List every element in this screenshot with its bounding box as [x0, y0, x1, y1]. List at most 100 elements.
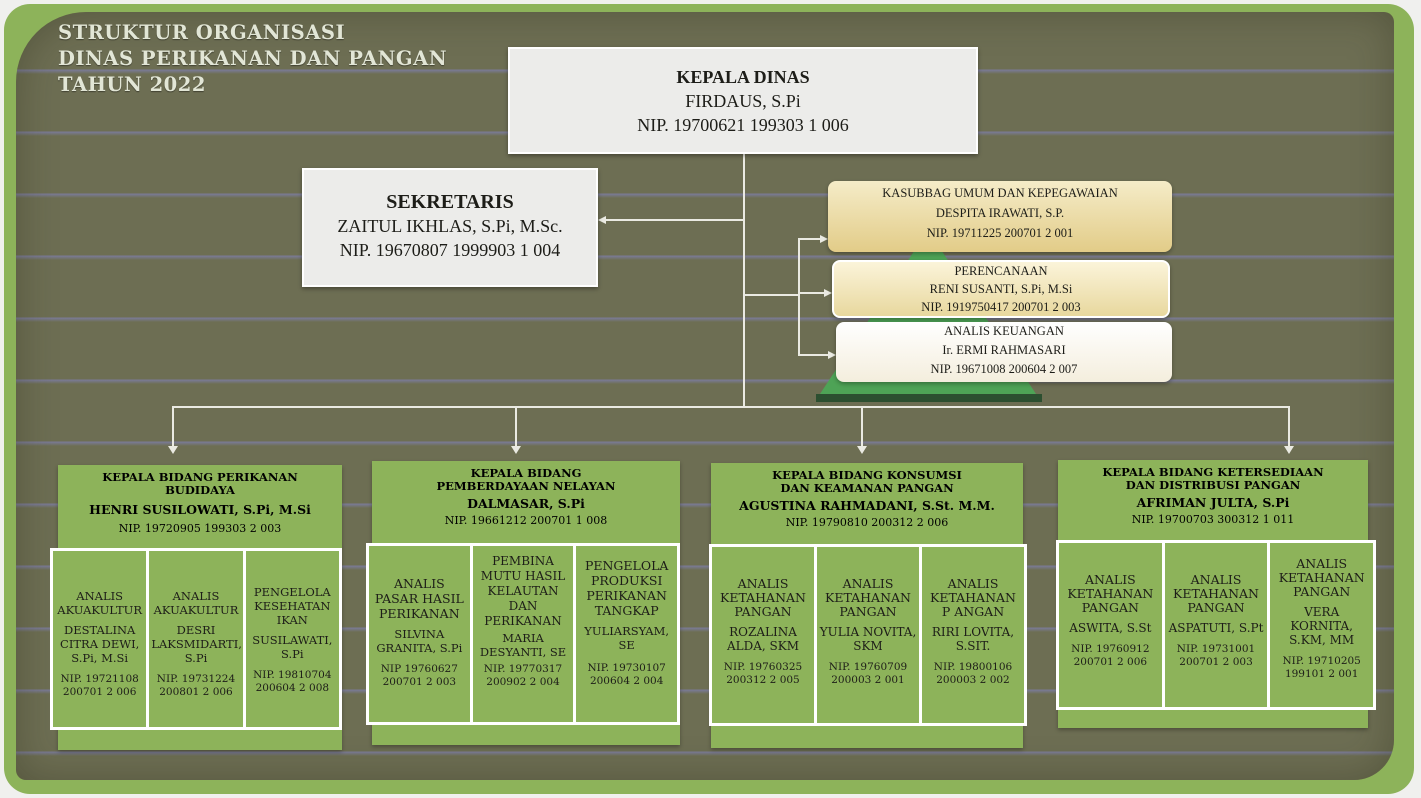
sub-unit-title: ANALIS AKUAKULTUR: [57, 589, 143, 617]
sub-unit-card: ANALIS KETAHANAN PANGAN VERA KORNITA, S.…: [1270, 543, 1374, 707]
sub-unit-nip: NIP. 19770317 200902 2 004: [483, 663, 563, 688]
dept-arrow-4: [1284, 446, 1294, 454]
sub-units: ANALIS AKUAKULTUR DESTALINA CITRA DEWI, …: [50, 548, 342, 730]
sub-unit-title: PENGELOLA KESEHATAN IKAN: [253, 585, 331, 627]
sekretaris-name: ZAITUL IKHLAS, S.Pi, M.Sc.: [337, 216, 563, 236]
staff-box-umum: KASUBBAG UMUM DAN KEPEGAWAIAN DESPITA IR…: [828, 181, 1172, 252]
sub-unit-nip: NIP. 19800106 200003 2 002: [933, 661, 1013, 686]
sub-unit-card: ANALIS PASAR HASIL PERIKANAN SILVINA GRA…: [369, 546, 470, 722]
chart-title: STRUKTUR ORGANISASI DINAS PERIKANAN DAN …: [58, 20, 447, 98]
dept-drop-3: [861, 406, 863, 446]
kepala-title: KEPALA DINAS: [676, 67, 810, 87]
department-head-nip: NIP. 19661212 200701 1 008: [444, 514, 608, 527]
sub-unit-title: ANALIS KETAHANAN P ANGAN: [930, 576, 1016, 619]
sub-unit-name: DESTALINA CITRA DEWI, S.Pi, M.Si: [60, 623, 140, 665]
staff-title: PERENCANAAN: [954, 264, 1048, 278]
department-header: KEPALA BIDANG KETERSEDIAAN DAN DISTRIBUS…: [1058, 466, 1368, 528]
sub-unit-nip: NIP. 19710205 199101 2 001: [1282, 655, 1361, 680]
staff-title: ANALIS KEUANGAN: [944, 324, 1064, 338]
sub-unit-name: VERA KORNITA, S.KM, MM: [1289, 605, 1355, 647]
staff-connector: [745, 294, 798, 296]
title-line-3: TAHUN 2022: [58, 73, 206, 96]
sub-unit-name: ASWITA, S.St: [1069, 621, 1152, 635]
sub-unit-name: SUSILAWATI, S.Pi: [252, 633, 333, 661]
kepala-name: FIRDAUS, S.Pi: [685, 91, 801, 111]
sub-units: ANALIS KETAHANAN PANGAN ROZALINA ALDA, S…: [709, 544, 1027, 726]
sub-unit-name: ASPATUTI, S.Pt: [1168, 621, 1264, 635]
sub-units: ANALIS KETAHANAN PANGAN ASWITA, S.St NIP…: [1056, 540, 1376, 710]
sub-unit-card: PEMBINA MUTU HASIL KELAUTAN DAN PERIKANA…: [472, 546, 574, 722]
sekretaris-box: SEKRETARIS ZAITUL IKHLAS, S.Pi, M.Sc. NI…: [302, 168, 598, 287]
dept-arrow-3: [857, 446, 867, 454]
sub-units: ANALIS PASAR HASIL PERIKANAN SILVINA GRA…: [366, 543, 680, 725]
kepala-dinas-box: KEPALA DINAS FIRDAUS, S.Pi NIP. 19700621…: [508, 47, 978, 154]
sub-unit-nip: NIP. 19730107 200604 2 004: [587, 662, 666, 687]
sub-unit-nip: NIP. 19760912 200701 2 006: [1071, 643, 1150, 668]
staff-nip: NIP. 1919750417 200701 2 003: [921, 300, 1081, 314]
sub-unit-card: ANALIS KETAHANAN PANGAN ASPATUTI, S.Pt N…: [1164, 543, 1268, 707]
sub-unit-card: ANALIS KETAHANAN PANGAN YULIA NOVITA, SK…: [817, 547, 919, 723]
department-konsumsi-keamanan-pangan: KEPALA BIDANG KONSUMSI DAN KEAMANAN PANG…: [709, 463, 1027, 748]
dept-arrow-2: [511, 446, 521, 454]
staff-vertical-line: [798, 238, 800, 355]
sub-unit-nip: NIP. 19731224 200801 2 006: [156, 673, 236, 698]
sub-unit-title: ANALIS KETAHANAN PANGAN: [720, 576, 806, 619]
staff-name: DESPITA IRAWATI, S.P.: [935, 206, 1065, 220]
sub-unit-title: ANALIS KETAHANAN PANGAN: [1067, 572, 1154, 615]
staff-branch-1: [798, 238, 820, 240]
title-line-1: STRUKTUR ORGANISASI: [58, 21, 346, 44]
department-title: KEPALA BIDANG PEMBERDAYAAN NELAYAN: [436, 466, 616, 493]
sekretaris-nip: NIP. 19670807 1999903 1 004: [339, 240, 561, 260]
staff-title: KASUBBAG UMUM DAN KEPEGAWAIAN: [882, 186, 1118, 200]
dept-drop-4: [1288, 406, 1290, 446]
sekretaris-title: SEKRETARIS: [386, 191, 514, 213]
sub-unit-title: ANALIS KETAHANAN PANGAN: [1173, 572, 1259, 615]
department-head-name: DALMASAR, S.Pi: [467, 496, 585, 511]
sub-unit-title: ANALIS PASAR HASIL PERIKANAN: [374, 576, 464, 621]
sub-unit-title: ANALIS AKUAKULTUR: [153, 589, 239, 617]
staff-box-perencanaan: PERENCANAAN RENI SUSANTI, S.Pi, M.Si NIP…: [832, 260, 1170, 318]
dept-drop-1: [172, 406, 174, 446]
sub-unit-card: ANALIS AKUAKULTUR DESTALINA CITRA DEWI, …: [53, 551, 147, 727]
department-header: KEPALA BIDANG PERIKANAN BUDIDAYA HENRI S…: [58, 471, 342, 537]
sub-unit-nip: NIP 19760627 200701 2 003: [380, 663, 458, 688]
sub-unit-title: ANALIS KETAHANAN PANGAN: [1278, 556, 1365, 599]
department-perikanan-budidaya: KEPALA BIDANG PERIKANAN BUDIDAYA HENRI S…: [50, 465, 342, 750]
department-header: KEPALA BIDANG PEMBERDAYAAN NELAYAN DALMA…: [372, 467, 680, 529]
department-head-nip: NIP. 19790810 200312 2 006: [785, 516, 949, 529]
sub-unit-name: MARIA DESYANTI, SE: [479, 631, 567, 659]
department-head-name: AGUSTINA RAHMADANI, S.St. M.M.: [739, 498, 995, 513]
department-title: KEPALA BIDANG KONSUMSI DAN KEAMANAN PANG…: [772, 468, 962, 495]
staff-name: RENI SUSANTI, S.Pi, M.Si: [929, 282, 1073, 296]
sub-unit-card: ANALIS AKUAKULTUR DESRI LAKSMIDARTI, S.P…: [149, 551, 243, 727]
sub-unit-name: YULIARSYAM, SE: [584, 624, 670, 652]
sub-unit-card: ANALIS KETAHANAN P ANGAN RIRI LOVITA, S.…: [922, 547, 1024, 723]
sub-unit-card: PENGELOLA PRODUKSI PERIKANAN TANGKAP YUL…: [576, 546, 678, 722]
dept-drop-2: [515, 406, 517, 446]
sub-unit-nip: NIP. 19721108 200701 2 006: [60, 673, 139, 698]
sub-unit-name: DESRI LAKSMIDARTI, S.Pi: [151, 623, 242, 665]
sub-unit-title: PEMBINA MUTU HASIL KELAUTAN DAN PERIKANA…: [480, 554, 566, 628]
sub-unit-name: YULIA NOVITA, SKM: [819, 625, 917, 653]
department-head-name: AFRIMAN JULTA, S.Pi: [1136, 495, 1290, 510]
sub-unit-nip: NIP. 19810704 200604 2 008: [253, 669, 332, 694]
staff-branch-2: [798, 292, 824, 294]
sub-unit-nip: NIP. 19731001 200701 2 003: [1176, 643, 1256, 668]
department-head-nip: NIP. 19720905 199303 2 003: [118, 522, 282, 535]
department-pemberdayaan-nelayan: KEPALA BIDANG PEMBERDAYAAN NELAYAN DALMA…: [366, 461, 680, 745]
sekretaris-arrow: [598, 216, 606, 224]
dept-arrow-1: [168, 446, 178, 454]
sub-unit-name: RIRI LOVITA, S.SIT.: [931, 625, 1015, 653]
title-line-2: DINAS PERIKANAN DAN PANGAN: [58, 47, 448, 70]
sub-unit-title: ANALIS KETAHANAN PANGAN: [825, 576, 911, 619]
sub-unit-name: SILVINA GRANITA, S.Pi: [376, 627, 463, 655]
staff-nip: NIP. 19711225 200701 2 001: [926, 226, 1074, 240]
sub-unit-name: ROZALINA ALDA, SKM: [726, 625, 800, 653]
sub-unit-card: ANALIS KETAHANAN PANGAN ROZALINA ALDA, S…: [712, 547, 814, 723]
sekretaris-connector: [606, 219, 743, 221]
department-ketersediaan-distribusi-pangan: KEPALA BIDANG KETERSEDIAAN DAN DISTRIBUS…: [1056, 460, 1376, 728]
kepala-nip: NIP. 19700621 199303 1 006: [637, 115, 849, 135]
sub-unit-nip: NIP. 19760325 200312 2 005: [723, 661, 803, 686]
sub-unit-card: ANALIS KETAHANAN PANGAN ASWITA, S.St NIP…: [1059, 543, 1162, 707]
department-title: KEPALA BIDANG PERIKANAN BUDIDAYA: [102, 470, 298, 497]
